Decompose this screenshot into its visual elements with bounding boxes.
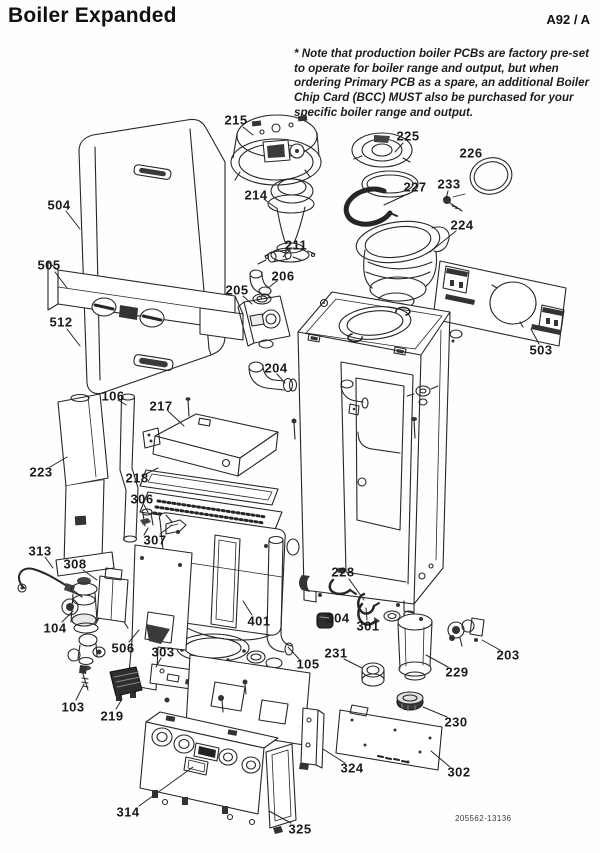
venturi-214 xyxy=(264,178,316,263)
fan-assembly-215 xyxy=(230,114,322,186)
drawing-number: 205562-13136 xyxy=(455,814,512,823)
screw-103 xyxy=(79,665,89,691)
oring-226 xyxy=(469,157,513,195)
end-housing-325 xyxy=(265,743,297,834)
fascia-505 xyxy=(47,261,244,341)
grommet-231 xyxy=(361,662,385,687)
control-panel-fascia xyxy=(139,711,279,826)
clip-301 xyxy=(357,602,380,626)
pipe-105 xyxy=(266,535,294,656)
inner-casing xyxy=(297,291,463,614)
pipe-106 xyxy=(119,393,139,543)
hose-313 xyxy=(17,567,83,598)
control-rear-plate xyxy=(164,654,311,746)
flue-adaptor-225 xyxy=(351,132,419,198)
panel-302 xyxy=(335,704,443,771)
ignitor-308 xyxy=(94,567,129,629)
sensor-306 xyxy=(140,508,154,536)
front-panel-504 xyxy=(78,118,226,395)
valve-203 xyxy=(447,617,485,647)
flue-elbow-224 xyxy=(355,220,450,316)
cap-230 xyxy=(396,691,424,712)
back-panel-503 xyxy=(432,260,567,347)
clamp-227 xyxy=(343,186,398,227)
trap-229 xyxy=(397,610,433,681)
bracket-324 xyxy=(299,707,325,770)
fitting-211 xyxy=(257,249,302,265)
terminal-219 xyxy=(109,666,143,701)
heat-exchanger-body xyxy=(158,512,300,641)
elbow-206 xyxy=(249,269,272,301)
screw-233 xyxy=(443,193,466,212)
pcb-note: * Note that production boiler PCBs are f… xyxy=(294,47,590,119)
pipe-fittings xyxy=(291,379,439,440)
leader-lines xyxy=(44,126,540,824)
page-title: Boiler Expanded xyxy=(8,4,177,27)
hx-lid-217 xyxy=(142,397,279,477)
clips-228 xyxy=(299,575,406,626)
doc-code: A92 / A xyxy=(546,12,590,27)
gas-valve-205 xyxy=(237,293,291,349)
flue-duct-223 xyxy=(55,393,115,577)
gas-pipe-204 xyxy=(248,361,298,393)
cap-304 xyxy=(316,612,334,629)
